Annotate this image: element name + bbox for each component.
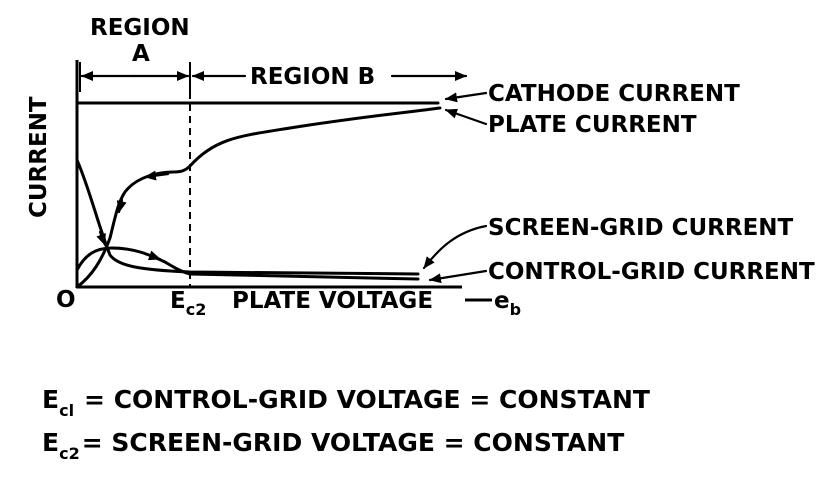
control-grid-curve-arrow [96, 230, 107, 247]
plate-leader-arrow [444, 108, 488, 126]
control-grid-current-label: CONTROL-GRID CURRENT [488, 259, 815, 285]
region-a-letter: A [132, 41, 150, 67]
x-axis-label: PLATE VOLTAGE [232, 288, 433, 314]
region-b-label: REGION B [250, 64, 375, 90]
screen-grid-current-label: SCREEN-GRID CURRENT [488, 215, 794, 241]
legend-ec2: Ec2= SCREEN-GRID VOLTAGE = CONSTANT [42, 428, 624, 463]
x-axis-var-label: eb [494, 288, 521, 319]
cathode-leader-arrow [444, 91, 488, 103]
x-axis-ec2-label: Ec2 [170, 288, 206, 319]
legend-ec1: Ecl= CONTROL-GRID VOLTAGE = CONSTANT [42, 385, 650, 420]
plate-curve-arrow [143, 170, 170, 181]
plate-current-label: PLATE CURRENT [488, 112, 697, 138]
plate-curve-lower-arrow [116, 198, 127, 214]
region-a-title: REGION [90, 15, 190, 41]
control-grid-current-curve [75, 158, 420, 276]
screen-grid-curve-arrow [138, 250, 162, 261]
cathode-current-label: CATHODE CURRENT [488, 81, 740, 107]
control-grid-leader-arrow [428, 269, 488, 284]
origin-label: O [56, 287, 76, 313]
plate-current-curve [75, 106, 442, 289]
screen-grid-leader-arrow [422, 224, 488, 270]
y-axis-label: CURRENT [26, 96, 52, 218]
